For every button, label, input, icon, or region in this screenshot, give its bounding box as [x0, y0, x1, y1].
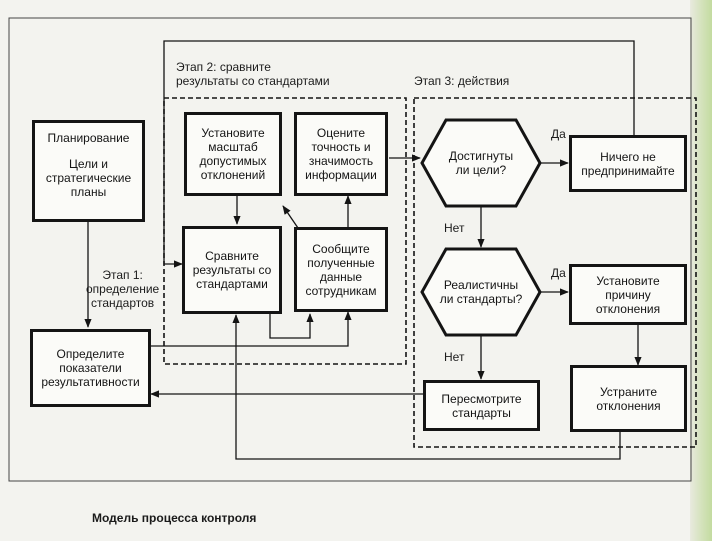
- stage3-title: Этап 3: действия: [414, 74, 510, 88]
- arrow-compare-diagonal: [282, 205, 299, 229]
- arrow-feedback-top: [163, 40, 635, 268]
- stage1-title: Этап 1: определение стандартов: [86, 268, 160, 310]
- compare-text: Сравните результаты со стандартами: [192, 249, 272, 291]
- revise-box: Пересмотрите стандарты: [423, 380, 540, 431]
- planning-body: Цели и стратегические планы: [45, 157, 132, 199]
- eliminate-box: Устраните отклонения: [570, 365, 687, 432]
- planning-box: Планирование Цели и стратегические планы: [32, 120, 145, 222]
- no-label-realistic: Нет: [444, 350, 465, 364]
- decision-realistic-shape: [420, 247, 542, 337]
- eliminate-text: Устраните отклонения: [596, 384, 661, 413]
- evaluate-box: Оцените точность и значимость информации: [294, 112, 388, 196]
- figure-caption: Модель процесса контроля: [92, 511, 257, 525]
- report-text: Сообщите полученные данные сотрудникам: [305, 241, 377, 298]
- nothing-box: Ничего не предпринимайте: [569, 135, 687, 192]
- page-edge: [690, 0, 712, 541]
- arrow-feedback-bottom: [232, 314, 621, 460]
- yes-label-realistic: Да: [551, 266, 566, 280]
- report-box: Сообщите полученные данные сотрудникам: [294, 227, 388, 312]
- revise-text: Пересмотрите стандарты: [441, 391, 522, 420]
- tolerance-box: Установите масштаб допустимых отклонений: [184, 112, 282, 196]
- tolerance-text: Установите масштаб допустимых отклонений: [199, 126, 267, 182]
- nothing-text: Ничего не предпринимайте: [581, 149, 675, 178]
- outer-frame: [8, 17, 692, 482]
- decision-goals-text: Достигнуты ли цели?: [448, 149, 514, 177]
- arrow-metrics-report: [151, 311, 352, 347]
- metrics-text: Определите показатели результативности: [41, 347, 140, 389]
- cause-text: Установите причину отклонения: [595, 273, 661, 316]
- arrow-compare-report: [269, 313, 314, 339]
- stage3-region: [413, 97, 697, 448]
- decision-realistic-text: Реалистичны ли стандарты?: [439, 278, 523, 306]
- cause-box: Установите причину отклонения: [569, 264, 687, 325]
- decision-goals-shape: [420, 118, 542, 208]
- planning-title: Планирование: [47, 131, 130, 145]
- stage2-title: Этап 2: сравните результаты со стандарта…: [176, 60, 330, 88]
- no-label-goals: Нет: [444, 221, 465, 235]
- evaluate-text: Оцените точность и значимость информации: [305, 126, 377, 182]
- compare-box: Сравните результаты со стандартами: [182, 226, 282, 314]
- yes-label-goals: Да: [551, 127, 566, 141]
- metrics-box: Определите показатели результативности: [30, 329, 151, 407]
